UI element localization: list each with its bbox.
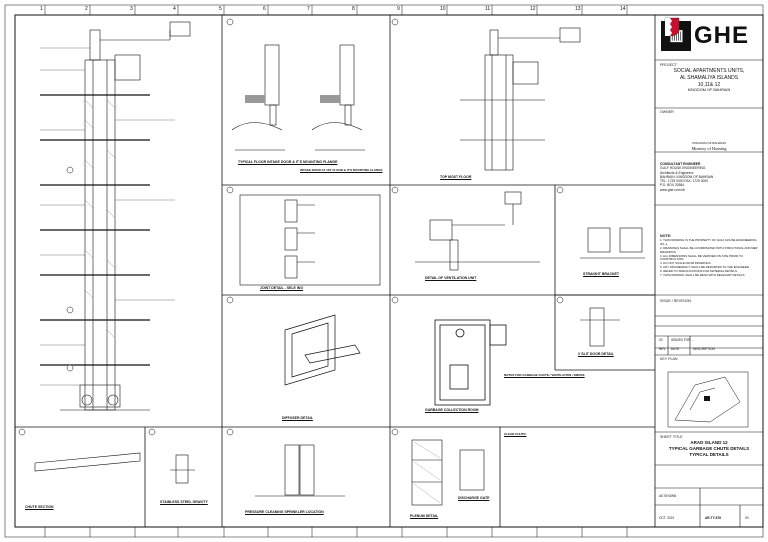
sheet-title-line-2: TYPICAL GARBAGE CHUTE DETAILS — [668, 445, 750, 451]
owner-name: KINGDOM OF BAHRAIN Ministry of Housing — [660, 141, 758, 151]
project-label: PROJECT — [660, 63, 677, 67]
detail-title-joint: JOINT DETAIL - SELE ING — [260, 286, 304, 290]
grid-col-8: 8 — [352, 6, 355, 12]
grid-col-1: 1 — [40, 6, 43, 12]
note-6: 6. REFER TO SPECIFICATIONS FOR MATERIAL … — [660, 269, 738, 274]
date-value: OCT. 2021 — [659, 516, 675, 520]
note-7: 7. THIS DRAWING SHALL BE READ WITH RELEV… — [660, 273, 746, 278]
grid-col-3: 3 — [130, 6, 133, 12]
detail-title-vent-unit: DETAIL OF VENTILATION UNIT — [425, 276, 477, 280]
grid-col-11: 11 — [485, 6, 491, 12]
project-line-3: 10,11& 12 — [697, 81, 721, 88]
owner-line-1: KINGDOM OF BAHRAIN — [692, 141, 726, 145]
ministry-emblem-icon — [664, 17, 680, 37]
detail-title-bracket: STRAIGHT BRACKET — [583, 272, 619, 276]
key-plan-label: KEY PLAN — [660, 357, 678, 361]
project-line-1: SOCIAL APARTMENTS UNITS, — [673, 68, 745, 74]
owner-label: OWNER — [660, 110, 674, 114]
detail-title-diffuser: DIFFUSER DETAIL — [282, 416, 313, 420]
note-2: 2. DRAWINGS SHALL BE COORDINATED WITH ST… — [660, 245, 758, 254]
detail-title-gravity: STAINLESS STEEL GRAVITY — [160, 500, 208, 504]
consultant-line-6: www.ghe.com.bh — [660, 187, 686, 192]
note-4: 4. DO NOT SCALE FROM DRAWINGS. — [660, 261, 712, 266]
specs-heading: CLEAR CHUTE: — [504, 432, 527, 436]
project-name: SOCIAL APARTMENTS UNITS, AL SHAMALIYA IS… — [660, 68, 758, 93]
consultant-line-5: P.O. BOX 20584 — [660, 183, 685, 188]
detail-title-intake-1st: INTAKE DOOR AT 1ST FLOOR & IT'S MOUNTING… — [300, 168, 383, 172]
sheet-title-label: SHEET TITLE — [660, 435, 683, 439]
detail-title-slit-door: V SLIT DOOR DETAIL — [578, 352, 614, 356]
notes-heading: NOTES FOR GARBAGE CHUTE / VENTILATION / … — [504, 373, 585, 377]
consultant-line-4: TEL: 1729 0000 FAX: 1729 0000 — [660, 179, 709, 184]
detail-title-discharge: DISCHARGE GATE — [458, 496, 490, 500]
detail-title-garbage-room: GARBAGE COLLECTION ROOM — [425, 408, 479, 412]
project-line-4: KINGDOM OF BAHRAIN — [687, 88, 731, 93]
sheet-title-line-3: TYPICAL DETAILS — [689, 451, 729, 457]
consultant-line-2: Architects & Engineers — [660, 170, 694, 175]
issue-revision-label: ISSUE / REVISION — [660, 299, 691, 303]
scale-value: AS SHOWN — [659, 494, 677, 498]
grid-col-13: 13 — [575, 6, 581, 12]
note-5: 5. ANY DISCREPANCY SHALL BE REPORTED TO … — [660, 265, 750, 270]
owner-line-2: Ministry of Housing — [691, 145, 727, 151]
grid-col-6: 6 — [263, 6, 266, 12]
consultant-block: CONSULTANT ENGINEER GULF HOUSE ENGINEERI… — [660, 162, 758, 192]
rev-cell-1: 00 — [659, 338, 663, 342]
grid-col-5: 5 — [219, 6, 222, 12]
consultant-label: CONSULTANT ENGINEER — [660, 162, 701, 166]
notes-label: NOTE: — [660, 234, 672, 238]
grid-col-2: 2 — [85, 6, 88, 12]
drawing-number: AR-TY-978 — [705, 516, 721, 520]
general-notes: NOTE: 1. THIS DRAWING IS THE PROPERTY OF… — [660, 234, 758, 278]
grid-col-14: 14 — [620, 6, 626, 12]
logo-wordmark: GHE — [694, 22, 750, 49]
consultant-line-1: GULF HOUSE ENGINEERING — [660, 166, 706, 171]
grid-col-7: 7 — [307, 6, 310, 12]
rev-header-rev: REV — [659, 347, 666, 351]
grid-col-9: 9 — [397, 6, 400, 12]
detail-title-sprinkler: PRESSURE CLEANING SPRINKLER LOCATION — [245, 510, 324, 514]
grid-col-12: 12 — [530, 6, 536, 12]
consultant-line-3: BAHRAIN, KINGDOM OF BAHRAIN — [660, 174, 714, 179]
grid-col-10: 10 — [440, 6, 446, 12]
note-3: 3. ALL DIMENSIONS SHALL BE VERIFIED ON S… — [660, 253, 743, 262]
project-line-2: AL SHAMALIYA ISLANDS — [679, 74, 739, 81]
revision-number: 00 — [745, 516, 749, 520]
detail-title-chute-section: CHUTE SECTION — [25, 505, 54, 509]
sheet-title-line-1: ARAD ISLAND 12 — [690, 440, 728, 445]
rev-header-description: DESCRIPTION — [693, 347, 715, 351]
sheet-title: ARAD ISLAND 12 TYPICAL GARBAGE CHUTE DET… — [660, 440, 758, 458]
grid-col-4: 4 — [173, 6, 176, 12]
title-block: ▥ GHE PROJECT SOCIAL APARTMENTS UNITS, A… — [655, 16, 762, 526]
detail-title-top-floor: TOP MOST FLOOR — [440, 175, 472, 179]
detail-title-plenum: PLENUM DETAIL — [410, 514, 439, 518]
rev-cell-2: ISSUED FOR ... — [671, 338, 695, 342]
detail-title-intake-door: TYPICAL FLOOR INTAKE DOOR & IT'S MOUNTIN… — [238, 160, 338, 164]
note-1: 1. THIS DRAWING IS THE PROPERTY OF GULF … — [660, 237, 758, 246]
rev-header-date: DATE — [671, 347, 680, 351]
